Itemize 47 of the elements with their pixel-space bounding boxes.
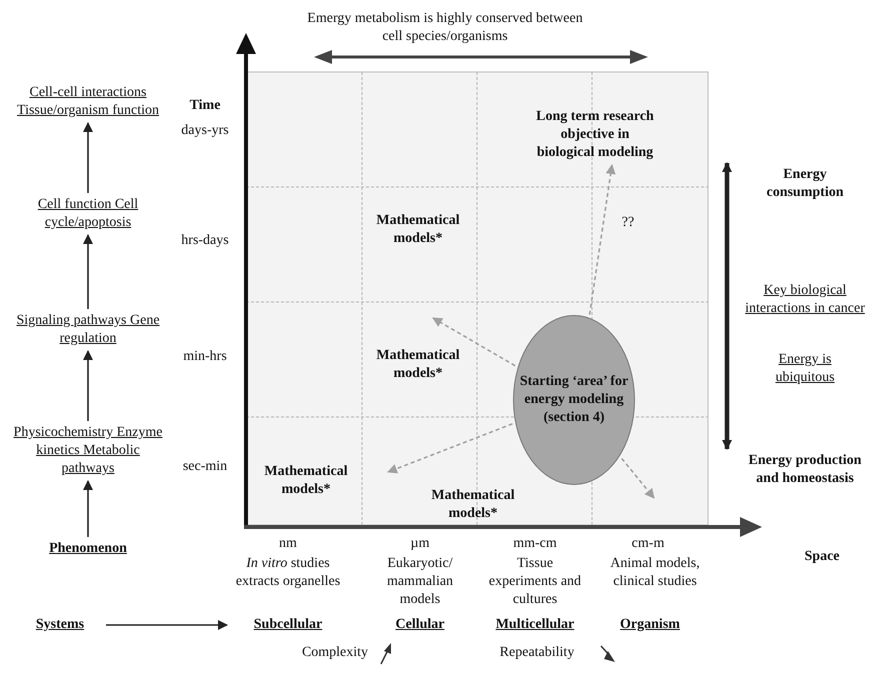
axis-title: Space [804,548,840,566]
tick-label: nm [278,535,298,553]
scale-description: In vitro studies extracts organelles [234,555,342,591]
note-text: Energy is ubiquitous [774,351,836,387]
arrow [588,164,616,315]
arrow [722,162,732,450]
scale-description: Eukaryotic/ mammalian models [386,555,454,609]
axis-heading: Systems [20,616,100,634]
model-text: Mathematical models* [263,463,349,499]
phenomenon-text: Cell function Cell cycle/apoptosis [13,196,163,232]
tick-label: sec-min [182,458,228,476]
arrow [83,122,93,193]
edge-label: ?? [620,214,636,232]
trend-label: Repeatability [498,644,576,662]
scale-heading: Organism [619,616,681,634]
phenomenon-text: Physicochemistry Enzyme kinetics Metabolic pathways [13,424,163,478]
objective-text: Long term research objective in biological modeling [535,108,655,162]
axis-heading: Phenomenon [33,540,143,558]
arrow [432,317,516,366]
note-text: Key biological interactions in cancer [745,282,865,318]
arrow [387,423,513,474]
axis-title: Time [188,97,222,115]
tick-label: days-yrs [180,122,230,140]
tick-label: min-hrs [182,348,228,366]
arrow [83,234,93,309]
scale-heading: Cellular [394,616,446,634]
arrow [83,480,93,537]
scale-description: Tissue experiments and cultures [488,555,582,609]
phenomenon-text: Signaling pathways Gene regulation [13,312,163,348]
annotation-text: Emergy metabolism is highly conserved between cell species/organisms [306,10,584,46]
tick-label: hrs-days [180,232,230,250]
tick-label: µm [410,535,430,553]
arrow [621,458,655,499]
scale-description: Animal models, clinical studies [609,555,701,591]
energy-text: Energy production and homeostasis [742,452,868,488]
arrow [83,350,93,421]
trend-label: Complexity [300,644,370,662]
scale-heading: Multicellular [494,616,576,634]
arrow [106,620,228,630]
phenomenon-text: Cell-cell interactions Tissue/organism function [13,84,163,120]
model-text: Mathematical models* [375,212,461,248]
tick-label: mm-cm [512,535,558,553]
tick-label: cm-m [630,535,666,553]
model-text: Mathematical models* [430,487,516,523]
energy-text: Energy consumption [745,166,865,202]
scale-heading: Subcellular [233,616,343,634]
model-text: Mathematical models* [375,347,461,383]
